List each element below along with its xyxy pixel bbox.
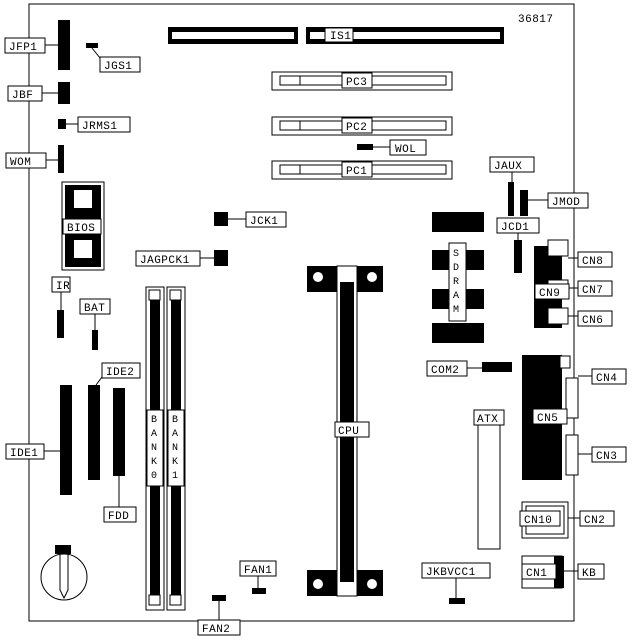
bat-header xyxy=(92,330,98,350)
label-jagpck1: JAGPCK1 xyxy=(140,255,190,267)
label-jfp1: JFP1 xyxy=(9,42,37,54)
label-fan2: FAN2 xyxy=(202,624,230,636)
label-com2: COM2 xyxy=(431,365,459,377)
label-bat: BAT xyxy=(84,303,105,315)
jcd1-header xyxy=(514,240,522,273)
jbf-header xyxy=(58,82,70,104)
label-kb: KB xyxy=(582,568,596,580)
label-ide2: IDE2 xyxy=(106,367,134,379)
label-cn6: CN6 xyxy=(582,315,603,327)
jkbvcc1-header xyxy=(449,598,465,604)
label-wom: WOM xyxy=(10,157,31,169)
pci-slot-pc1: PC1 xyxy=(271,160,453,180)
label-cn10: CN10 xyxy=(524,515,552,527)
label-cn5: CN5 xyxy=(537,413,558,425)
jfp1-header xyxy=(58,20,70,70)
label-cn8: CN8 xyxy=(582,256,603,268)
atx-power-connector xyxy=(477,424,501,550)
fdd-connector xyxy=(113,388,125,476)
ide2-connector xyxy=(88,385,100,480)
label-cn2: CN2 xyxy=(584,515,605,527)
label-cn4: CN4 xyxy=(596,373,617,385)
label-cn3: CN3 xyxy=(596,451,617,463)
label-cn9: CN9 xyxy=(539,288,560,300)
jaux-header xyxy=(508,182,514,216)
ir-header xyxy=(57,310,64,338)
label-pc2: PC2 xyxy=(346,122,367,134)
jgs1-header xyxy=(86,43,98,48)
label-jaux: JAUX xyxy=(494,161,522,173)
pci-slot-pc2: PC2 xyxy=(271,116,453,136)
pci-slot-pc3: PC3 xyxy=(271,71,453,91)
label-fan1: FAN1 xyxy=(244,565,272,577)
label-cn7: CN7 xyxy=(582,285,603,297)
cpu-slot: CPU xyxy=(307,265,383,597)
bios-chip: BIOS xyxy=(61,181,105,271)
fan1-header xyxy=(252,588,266,594)
label-pc1: PC1 xyxy=(346,166,367,178)
jrms1-header xyxy=(58,119,66,129)
label-jrms1: JRMS1 xyxy=(82,121,118,133)
wom-header xyxy=(58,145,64,173)
jagpck1-header xyxy=(214,250,228,266)
cmos-battery xyxy=(40,545,88,601)
label-ir: IR xyxy=(56,281,70,293)
label-jbf: JBF xyxy=(12,90,33,102)
label-ide1: IDE1 xyxy=(10,448,38,460)
label-atx: ATX xyxy=(477,414,498,426)
label-jmod: JMOD xyxy=(552,197,580,209)
label-jck1: JCK1 xyxy=(250,216,278,228)
ide1-connector xyxy=(60,385,72,495)
label-jgs1: JGS1 xyxy=(104,61,132,73)
label-jkbvcc1: JKBVCC1 xyxy=(426,567,476,579)
jck1-header xyxy=(214,212,228,226)
label-fdd: FDD xyxy=(108,511,129,523)
fan2-header xyxy=(212,595,226,601)
label-pc3: PC3 xyxy=(346,77,367,89)
board-id: 36817 xyxy=(518,14,554,26)
label-cn1: CN1 xyxy=(526,568,547,580)
com2-header xyxy=(482,362,512,372)
label-cpu: CPU xyxy=(338,426,359,438)
label-wol: WOL xyxy=(395,144,416,156)
label-bios: BIOS xyxy=(67,223,95,235)
label-jcd1: JCD1 xyxy=(501,222,529,234)
jmod-header xyxy=(520,190,528,216)
wol-header xyxy=(357,144,373,150)
label-is1: IS1 xyxy=(330,31,351,43)
